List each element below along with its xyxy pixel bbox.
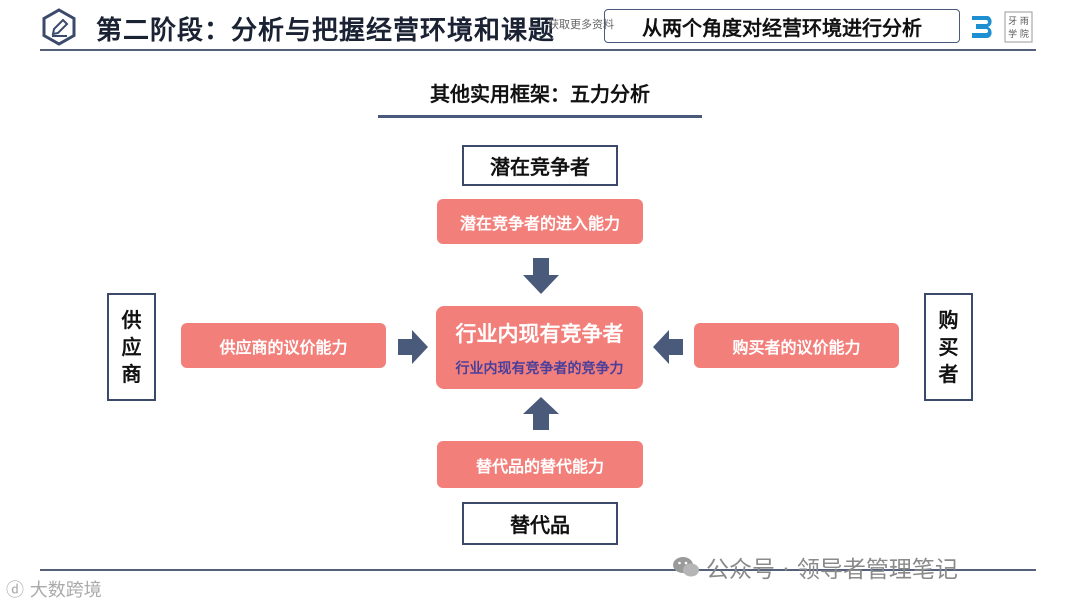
- suppliers-box: 供 应 商: [107, 293, 156, 401]
- logo-text: 牙 雨: [1008, 16, 1029, 27]
- svg-text:学 院: 学 院: [1008, 28, 1029, 40]
- arrow-down-icon: [523, 258, 559, 294]
- buyers-char: 者: [938, 361, 959, 386]
- buyers-char: 买: [938, 334, 959, 359]
- arrow-left-icon: [653, 330, 683, 364]
- corner-watermark: ⓓ 大数跨境: [6, 576, 102, 602]
- supplier-power-pill: 供应商的议价能力: [181, 323, 386, 368]
- section-tag: 从两个角度对经营环境进行分析: [604, 9, 960, 43]
- substitute-threat-pill: 替代品的替代能力: [437, 441, 643, 488]
- industry-rivalry-title: 行业内现有竞争者: [455, 321, 624, 346]
- wechat-icon: [673, 557, 699, 577]
- suppliers-char: 商: [121, 361, 142, 386]
- corner-text: 大数跨境: [29, 580, 102, 601]
- edit-icon: [42, 8, 76, 46]
- subtitle-underline: [378, 115, 702, 118]
- industry-rivalry-subtitle: 行业内现有竞争者的竞争力: [455, 360, 624, 377]
- suppliers-char: 应: [121, 334, 142, 359]
- buyers-box: 购 买 者: [924, 293, 973, 401]
- buyers-char: 购: [938, 307, 959, 332]
- arrow-right-icon: [398, 330, 428, 364]
- corner-logo-icon: ⓓ: [6, 580, 30, 601]
- threat-of-entry-pill: 潜在竞争者的进入能力: [437, 199, 643, 244]
- potential-entrants-box: 潜在竞争者: [462, 145, 618, 186]
- industry-rivalry-box: 行业内现有竞争者 行业内现有竞争者的竞争力: [436, 306, 643, 389]
- wechat-watermark: 公众号 · 领导者管理笔记: [672, 550, 958, 584]
- diagram-subtitle: 其他实用框架：五力分析: [430, 82, 650, 106]
- substitutes-box: 替代品: [462, 502, 618, 545]
- footer-divider: [40, 569, 1036, 571]
- page-title: 第二阶段：分析与把握经营环境和课题: [96, 16, 556, 46]
- buyer-power-pill: 购买者的议价能力: [694, 323, 899, 368]
- wechat-text: 公众号 · 领导者管理笔记: [706, 557, 958, 583]
- arrow-up-icon: [523, 397, 559, 430]
- header-divider: [40, 49, 1036, 51]
- brand-logo: 牙 雨 学 院: [972, 11, 1033, 43]
- overlay-text: 获取更多资料: [548, 18, 614, 31]
- suppliers-char: 供: [121, 307, 142, 332]
